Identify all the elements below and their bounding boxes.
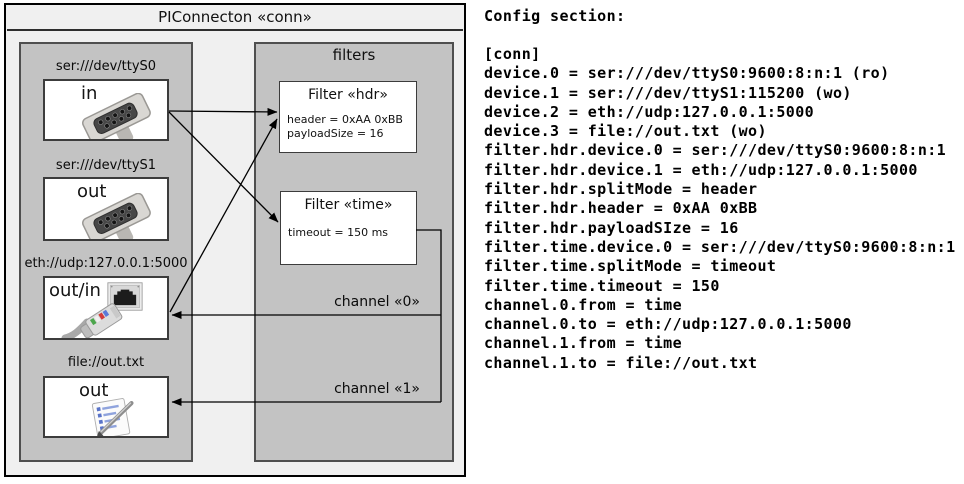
config-heading: Config section: — [484, 7, 626, 25]
device-label-eth: eth://udp:127.0.0.1:5000 — [24, 256, 188, 271]
channel-0-label: channel «0» — [334, 294, 420, 310]
device-direction: out — [79, 380, 109, 401]
channel-1-label: channel «1» — [334, 381, 420, 397]
device-direction: out/in — [49, 280, 101, 301]
filter-time-title: Filter «time» — [304, 197, 393, 213]
config-lines: [conn] device.0 = ser:///dev/ttyS0:9600:… — [484, 45, 956, 372]
device-box-file: out — [43, 376, 169, 438]
device-direction: out — [77, 181, 107, 202]
text-file-icon — [91, 398, 134, 436]
title-separator — [7, 29, 463, 31]
block-title: PIConnecton «conn» — [158, 8, 312, 26]
serial-connector-icon — [82, 193, 151, 239]
ethernet-plug-icon — [61, 303, 123, 338]
device-label-ttyS0: ser:///dev/ttyS0 — [55, 59, 157, 74]
filter-time-box: Filter «time» timeout = 150 ms — [280, 191, 417, 265]
serial-connector-icon — [82, 93, 151, 139]
filter-hdr-title: Filter «hdr» — [308, 87, 388, 103]
filter-time-attributes: timeout = 150 ms — [288, 226, 389, 239]
ethernet-port-icon — [107, 282, 143, 311]
device-box-ttyS1: out — [43, 177, 169, 241]
device-label-ttyS1: ser:///dev/ttyS1 — [55, 158, 157, 173]
device-direction: in — [81, 83, 98, 104]
filter-hdr-attributes: header = 0xAA 0xBB payloadSize = 16 — [287, 113, 403, 140]
filter-hdr-box: Filter «hdr» header = 0xAA 0xBB payloadS… — [279, 81, 417, 153]
device-box-ttyS0: in — [43, 79, 169, 141]
device-label-file: file://out.txt — [67, 355, 145, 370]
filters-title: filters — [332, 46, 376, 64]
device-box-eth: out/in — [43, 276, 169, 340]
